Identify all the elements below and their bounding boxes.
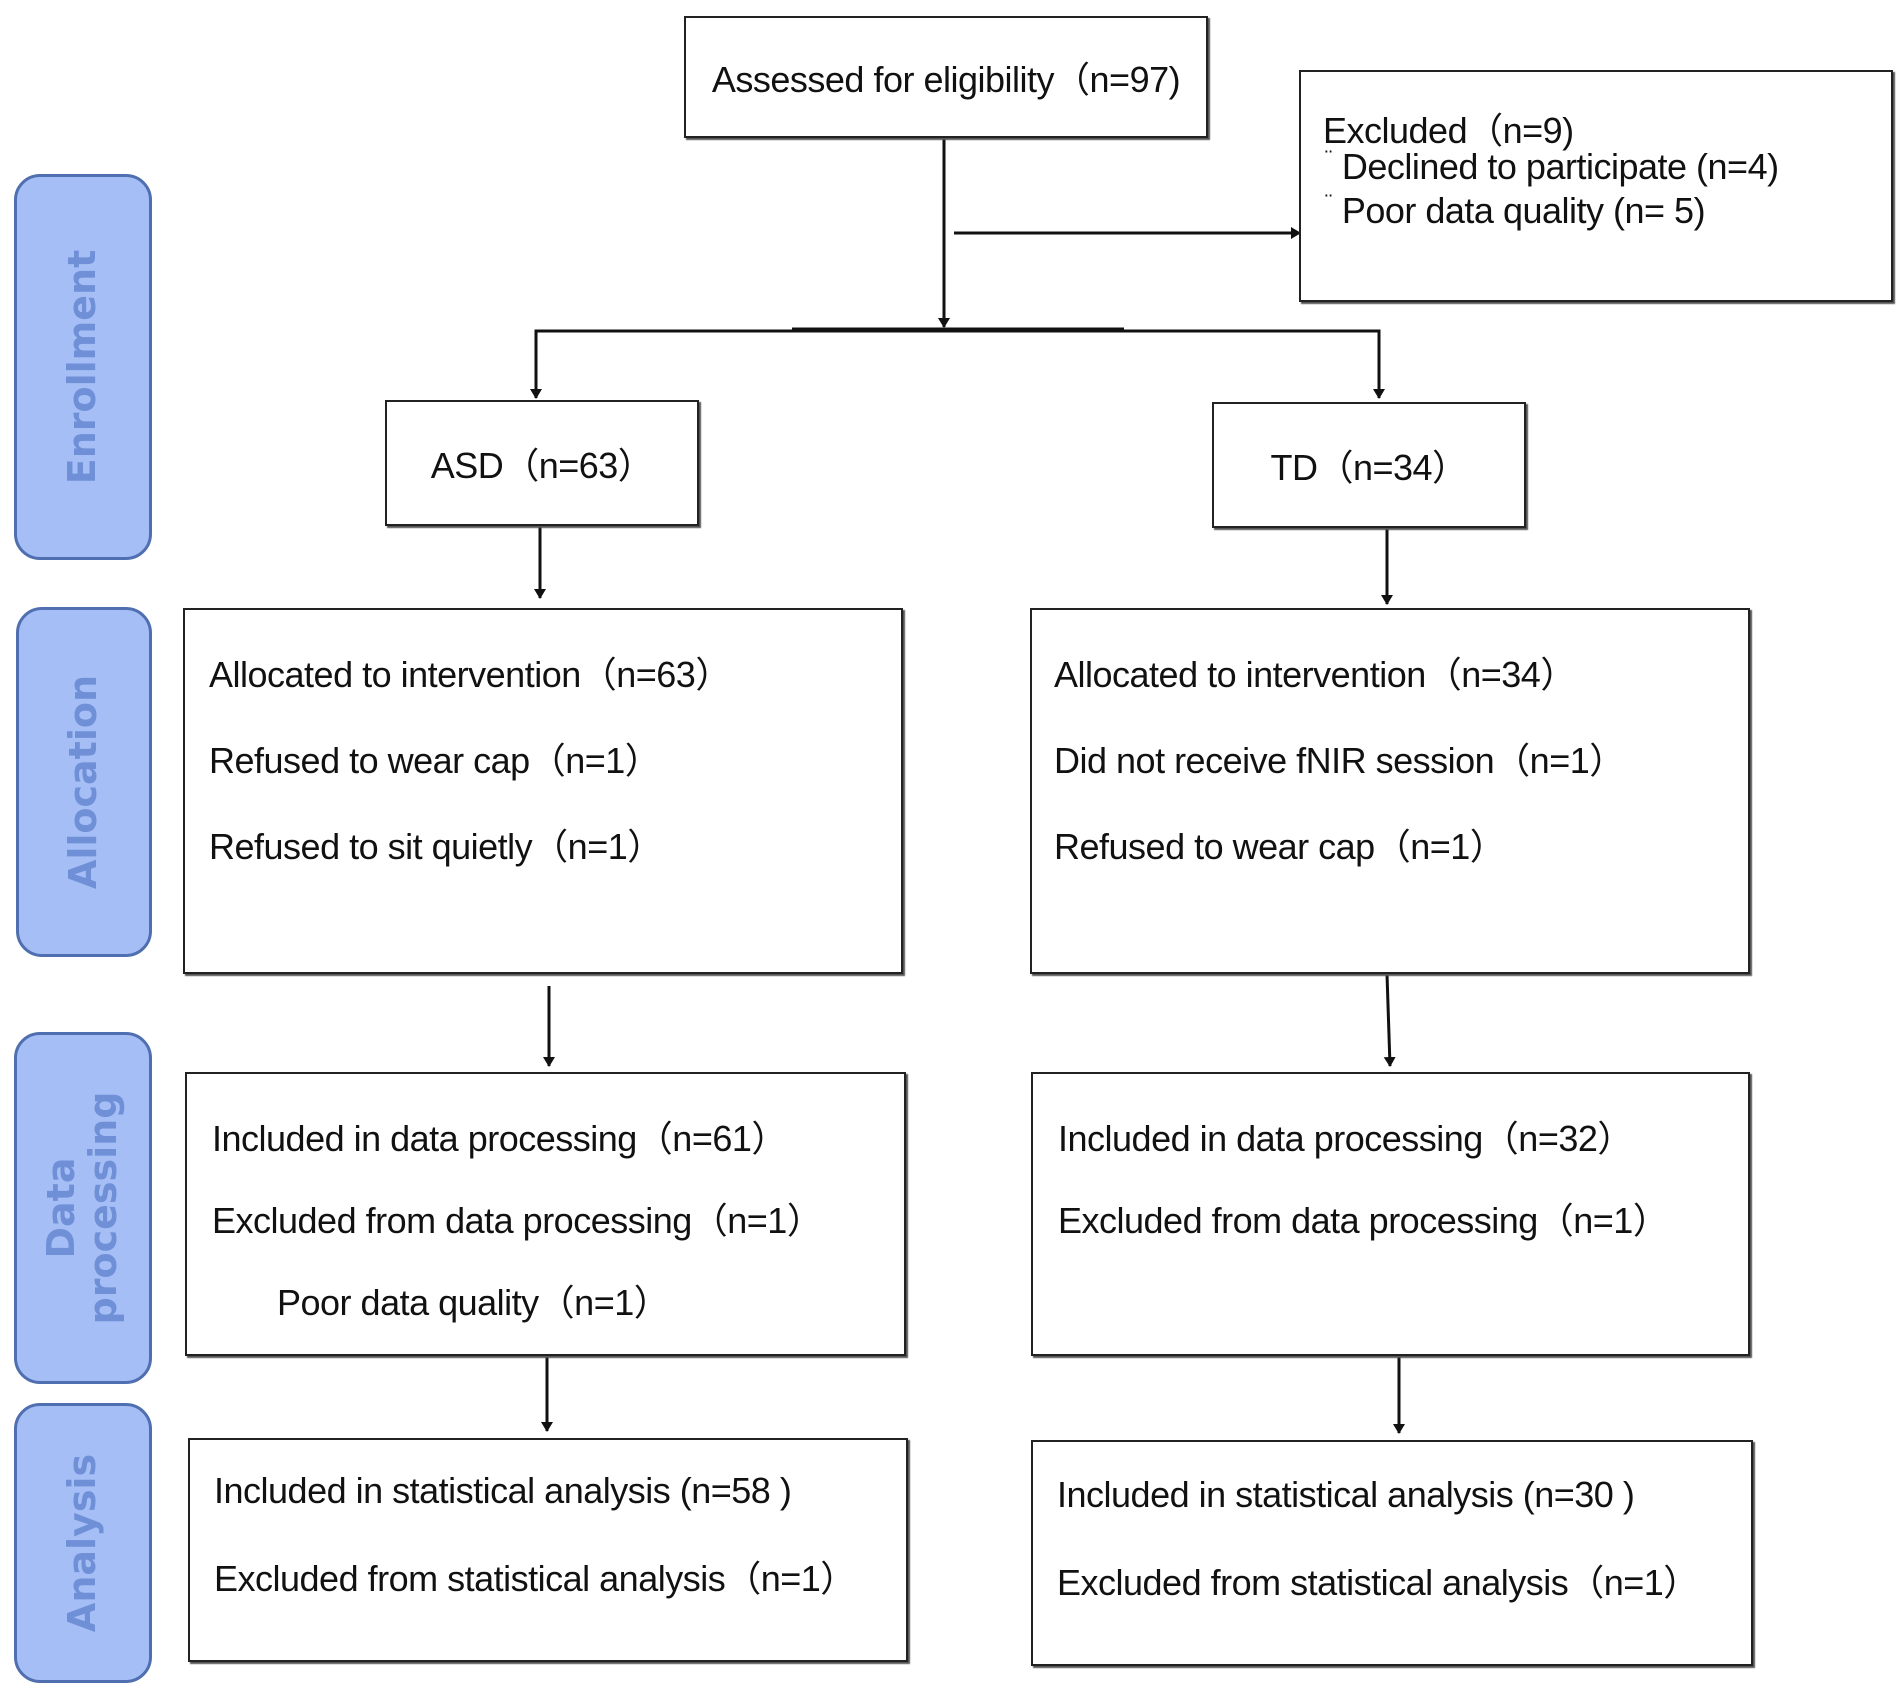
td-allocation-box: Allocated to intervention（n=34） Did not … — [1030, 608, 1750, 974]
excluded-box: Excluded（n=9) ¨ Declined to participate (… — [1299, 70, 1893, 302]
asd-refused-sit-text: Refused to sit quietly（n=1） — [209, 826, 663, 867]
asd-allocated-text: Allocated to intervention（n=63） — [209, 654, 731, 695]
td-processing-box: Included in data processing（n=32） Exclud… — [1031, 1072, 1750, 1356]
excluded-title: Excluded（n=9) — [1323, 110, 1574, 151]
td-analysis-box: Included in statistical analysis (n=30 )… — [1031, 1440, 1753, 1666]
asd-processing-box: Included in data processing（n=61） Exclud… — [185, 1072, 906, 1356]
td-included-processing-text: Included in data processing（n=32） — [1058, 1118, 1633, 1159]
asd-group-label: ASD（n=63） — [430, 445, 654, 486]
stage-data-processing-label: Data processing — [39, 1091, 125, 1325]
asd-excluded-analysis-text: Excluded from statistical analysis（n=1） — [214, 1558, 856, 1599]
bullet-icon: ¨ — [1325, 146, 1332, 171]
td-refused-cap-text: Refused to wear cap（n=1） — [1054, 826, 1506, 867]
asd-refused-cap-text: Refused to wear cap（n=1） — [209, 740, 661, 781]
stage-data-processing: Data processing — [14, 1032, 152, 1384]
bullet-icon: ¨ — [1325, 190, 1332, 215]
excluded-item: ¨ Poor data quality (n= 5) — [1325, 190, 1706, 232]
stage-enrollment: Enrollment — [14, 174, 152, 560]
stage-analysis: Analysis — [14, 1403, 152, 1683]
asd-excluded-processing-text: Excluded from data processing（n=1） — [212, 1200, 823, 1241]
eligibility-text: Assessed for eligibility（n=97) — [711, 59, 1181, 100]
asd-allocation-box: Allocated to intervention（n=63） Refused … — [183, 608, 903, 974]
excluded-item-text: Declined to participate (n=4) — [1341, 146, 1779, 187]
arrow-split-to-asd — [530, 329, 944, 399]
td-no-session-text: Did not receive fNIR session（n=1） — [1054, 740, 1625, 781]
asd-included-processing-text: Included in data processing（n=61） — [212, 1118, 787, 1159]
arrow-split-to-td — [944, 329, 1385, 399]
eligibility-box: Assessed for eligibility（n=97) — [684, 16, 1208, 138]
asd-group-box: ASD（n=63） — [385, 400, 699, 526]
asd-analysis-box: Included in statistical analysis (n=58 )… — [188, 1438, 908, 1662]
stage-allocation-label: Allocation — [61, 674, 106, 890]
td-included-analysis-text: Included in statistical analysis (n=30 ) — [1057, 1474, 1635, 1515]
stage-data-processing-line-1: Data — [39, 1157, 84, 1259]
td-excluded-analysis-text: Excluded from statistical analysis（n=1） — [1057, 1562, 1699, 1603]
td-allocated-text: Allocated to intervention（n=34） — [1054, 654, 1576, 695]
td-group-box: TD（n=34） — [1212, 402, 1526, 528]
td-group-label: TD（n=34） — [1270, 447, 1468, 488]
stage-analysis-label: Analysis — [60, 1453, 105, 1633]
stage-enrollment-label: Enrollment — [60, 249, 105, 485]
excluded-item-text: Poor data quality (n= 5) — [1341, 190, 1706, 231]
asd-included-analysis-text: Included in statistical analysis (n=58 ) — [214, 1470, 792, 1511]
arrow-td-allocation-to-processing — [1383, 973, 1396, 1067]
stage-data-processing-line-2: processing — [81, 1091, 125, 1325]
excluded-item: ¨ Declined to participate (n=4) — [1325, 146, 1779, 188]
td-excluded-processing-text: Excluded from data processing（n=1） — [1058, 1200, 1669, 1241]
asd-poor-quality-text: Poor data quality（n=1） — [277, 1282, 670, 1323]
stage-allocation: Allocation — [16, 607, 152, 957]
